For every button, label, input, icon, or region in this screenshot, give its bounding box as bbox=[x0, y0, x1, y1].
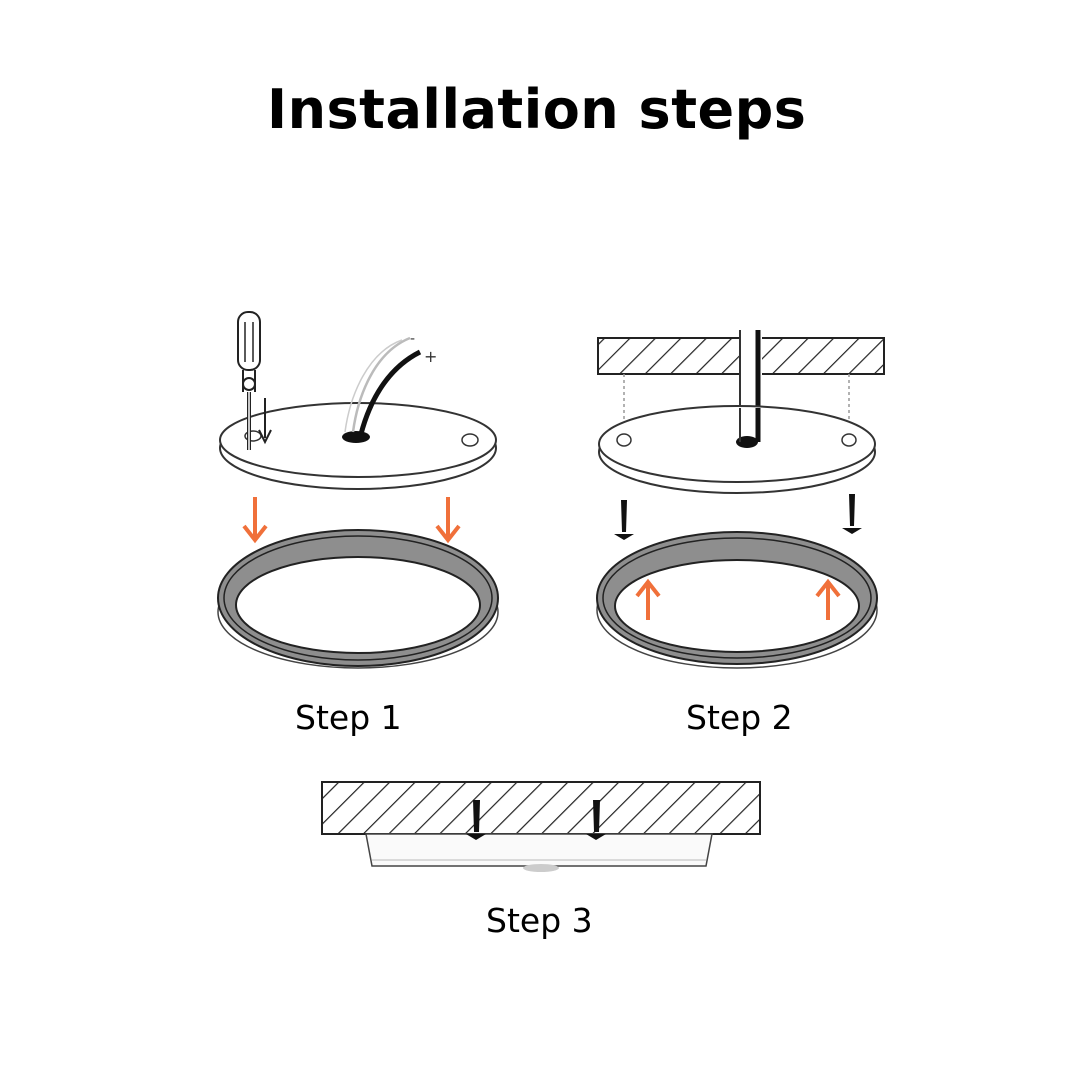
cable-hole bbox=[736, 436, 758, 448]
step-3-label: Step 3 bbox=[486, 901, 593, 940]
installed-lamp bbox=[365, 833, 713, 872]
ceiling bbox=[321, 781, 761, 835]
screw-icon-left bbox=[466, 800, 486, 840]
screw-icon-left bbox=[614, 500, 634, 540]
power-wires bbox=[344, 336, 422, 435]
step-2-label: Step 2 bbox=[686, 698, 793, 737]
step-2-figure bbox=[596, 330, 885, 669]
step-3-figure bbox=[321, 781, 761, 872]
orange-down-arrow-right bbox=[435, 497, 461, 544]
mounting-plate bbox=[219, 402, 497, 490]
down-arrow-icon bbox=[258, 398, 272, 445]
screw-icon-right bbox=[586, 800, 606, 840]
cable-hole bbox=[342, 431, 370, 443]
screwdriver-icon bbox=[237, 311, 261, 450]
orange-down-arrow-left bbox=[242, 497, 268, 544]
mounting-plate bbox=[598, 405, 876, 494]
plus-sign: + bbox=[424, 347, 437, 366]
orange-up-arrow-right bbox=[815, 578, 841, 620]
step-1-figure: - + bbox=[217, 311, 499, 669]
step-1-label: Step 1 bbox=[295, 698, 402, 737]
screw-icon-right bbox=[842, 494, 862, 534]
lamp-ring bbox=[217, 529, 499, 669]
lamp-ring bbox=[596, 531, 878, 669]
screw-hole-right bbox=[461, 433, 479, 447]
orange-up-arrow-left bbox=[635, 578, 661, 620]
page-title: Installation steps bbox=[267, 78, 807, 141]
minus-sign: - bbox=[410, 331, 415, 347]
